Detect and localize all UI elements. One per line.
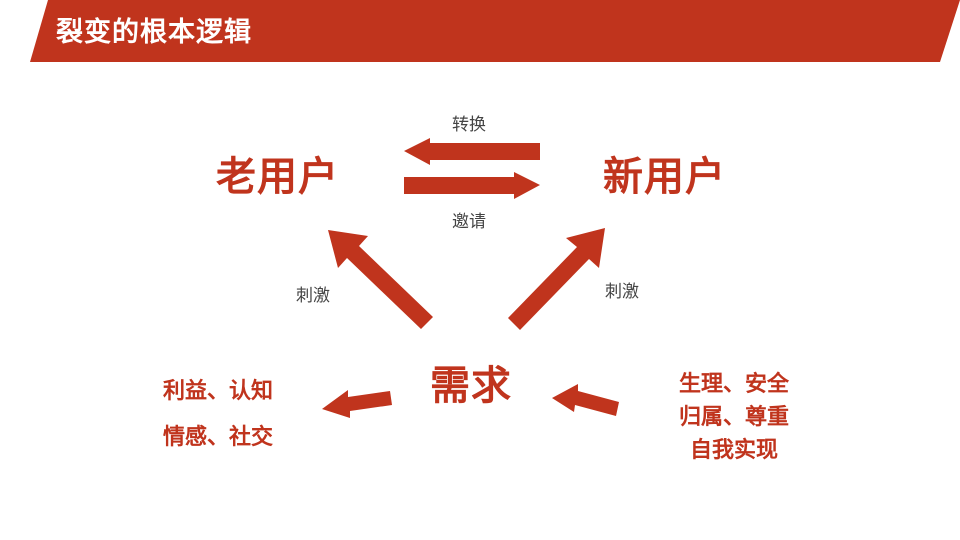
- right-needs-line: 生理、安全: [678, 372, 789, 397]
- stimulate-left-arrow: [328, 230, 433, 329]
- convert-label: 转换: [452, 115, 486, 135]
- stimulate-left-label: 刺激: [296, 286, 330, 306]
- old-user-node: 老用户: [216, 154, 339, 200]
- convert-arrow: [404, 138, 540, 165]
- right-needs-line: 自我实现: [689, 438, 778, 463]
- left-needs-line: 情感、社交: [163, 425, 274, 450]
- left-needs-arrow: [322, 390, 392, 418]
- new-user-node: 新用户: [603, 154, 726, 200]
- left-needs-node: 利益、认知 情感、社交: [163, 375, 273, 454]
- right-needs-line: 归属、尊重: [678, 405, 789, 430]
- page-title: 裂变的根本逻辑: [56, 17, 252, 48]
- left-needs-line: 利益、认知: [163, 379, 274, 404]
- stimulate-right-label: 刺激: [605, 282, 639, 302]
- demand-node: 需求: [430, 363, 512, 409]
- invite-label: 邀请: [452, 212, 486, 232]
- stimulate-right-arrow: [508, 228, 605, 330]
- right-needs-arrow: [552, 384, 619, 416]
- right-needs-node: 生理、安全 归属、尊重 自我实现: [672, 368, 796, 467]
- invite-arrow: [404, 172, 540, 199]
- header-band: [30, 0, 960, 62]
